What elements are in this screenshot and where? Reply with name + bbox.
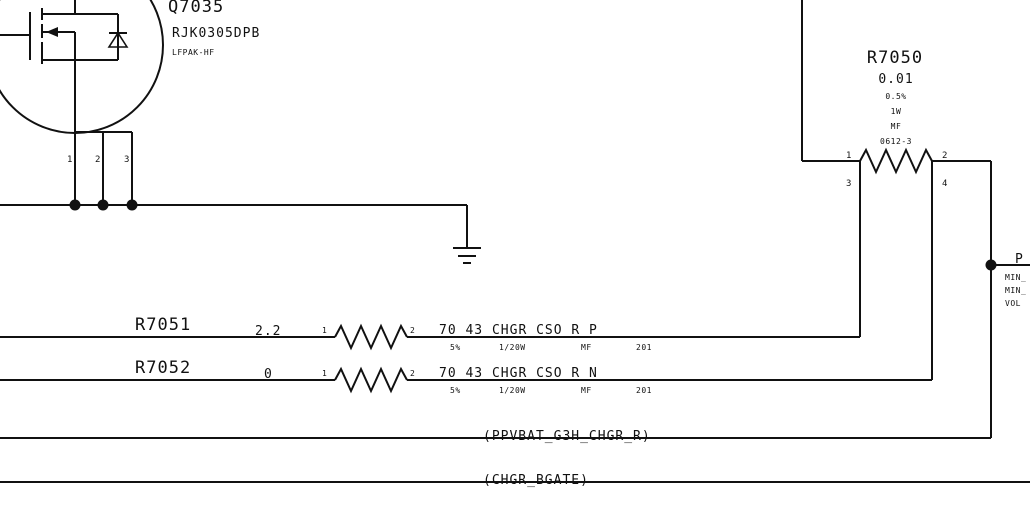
right-partial-line-3: VOL — [1005, 299, 1021, 308]
r7051-tolerance: 5% — [450, 343, 461, 352]
r7051-pin-2: 2 — [410, 326, 415, 335]
r7050-refdes: R7050 — [867, 48, 923, 68]
r7051-resistor-symbol — [0, 323, 860, 351]
r7052-resistor-symbol — [0, 366, 932, 394]
r7052-type: MF — [581, 386, 592, 395]
right-partial-label: P — [1015, 252, 1024, 267]
r7051-package: 201 — [636, 343, 652, 352]
r7052-pin-2: 2 — [410, 369, 415, 378]
q7035-pin-2: 2 — [95, 155, 100, 165]
q7035-pin-wires — [0, 131, 468, 247]
r7050-resistor-symbol — [801, 0, 1030, 438]
q7035-pin-1: 1 — [67, 155, 72, 165]
r7052-value: 0 — [264, 367, 273, 382]
q7035-labels: Q7035 RJK0305DPB LFPAK-HF — [168, 0, 260, 57]
q7035-package: LFPAK-HF — [172, 48, 215, 57]
r7051-value: 2.2 — [255, 324, 281, 339]
r7050-type: MF — [891, 122, 902, 131]
r7050-pin-1: 1 — [846, 151, 851, 161]
r7052-power: 1/20W — [499, 386, 526, 395]
right-partial-line-2: MIN_ — [1005, 286, 1026, 295]
right-partial-line-1: MIN_ — [1005, 273, 1026, 282]
r7051-net-label: 70_43_CHGR_CSO_R_P — [439, 323, 598, 338]
r7052-refdes: R7052 — [135, 358, 191, 378]
r7050-package: 0612-3 — [880, 137, 912, 146]
r7050-pin-2: 2 — [942, 151, 947, 161]
r7051-type: MF — [581, 343, 592, 352]
r7051-pin-1: 1 — [322, 326, 327, 335]
r7050-pin-3: 3 — [846, 179, 851, 189]
r7050-power: 1W — [891, 107, 902, 116]
r7052-tolerance: 5% — [450, 386, 461, 395]
r7050-value: 0.01 — [878, 72, 913, 87]
r7052-pin-1: 1 — [322, 369, 327, 378]
r7050-tolerance: 0.5% — [885, 92, 906, 101]
r7051-power: 1/20W — [499, 343, 526, 352]
r7052-net-label: 70_43_CHGR_CSO_R_N — [439, 366, 598, 381]
r7050-labels: R7050 0.01 0.5% 1W MF 0612-3 — [867, 48, 923, 146]
bgate-net-label: (CHGR_BGATE) — [483, 473, 589, 488]
ground-symbol — [453, 247, 481, 264]
r7052-package: 201 — [636, 386, 652, 395]
q7035-part-number: RJK0305DPB — [172, 26, 260, 41]
r7051-refdes: R7051 — [135, 315, 191, 335]
q7035-refdes: Q7035 — [168, 0, 224, 17]
ppvbat-net-label: (PPVBAT_G3H_CHGR_R) — [483, 429, 651, 444]
q7035-pin-3: 3 — [124, 155, 129, 165]
q7035-mosfet-symbol — [0, 0, 164, 134]
r7050-pin-4: 4 — [942, 179, 947, 189]
